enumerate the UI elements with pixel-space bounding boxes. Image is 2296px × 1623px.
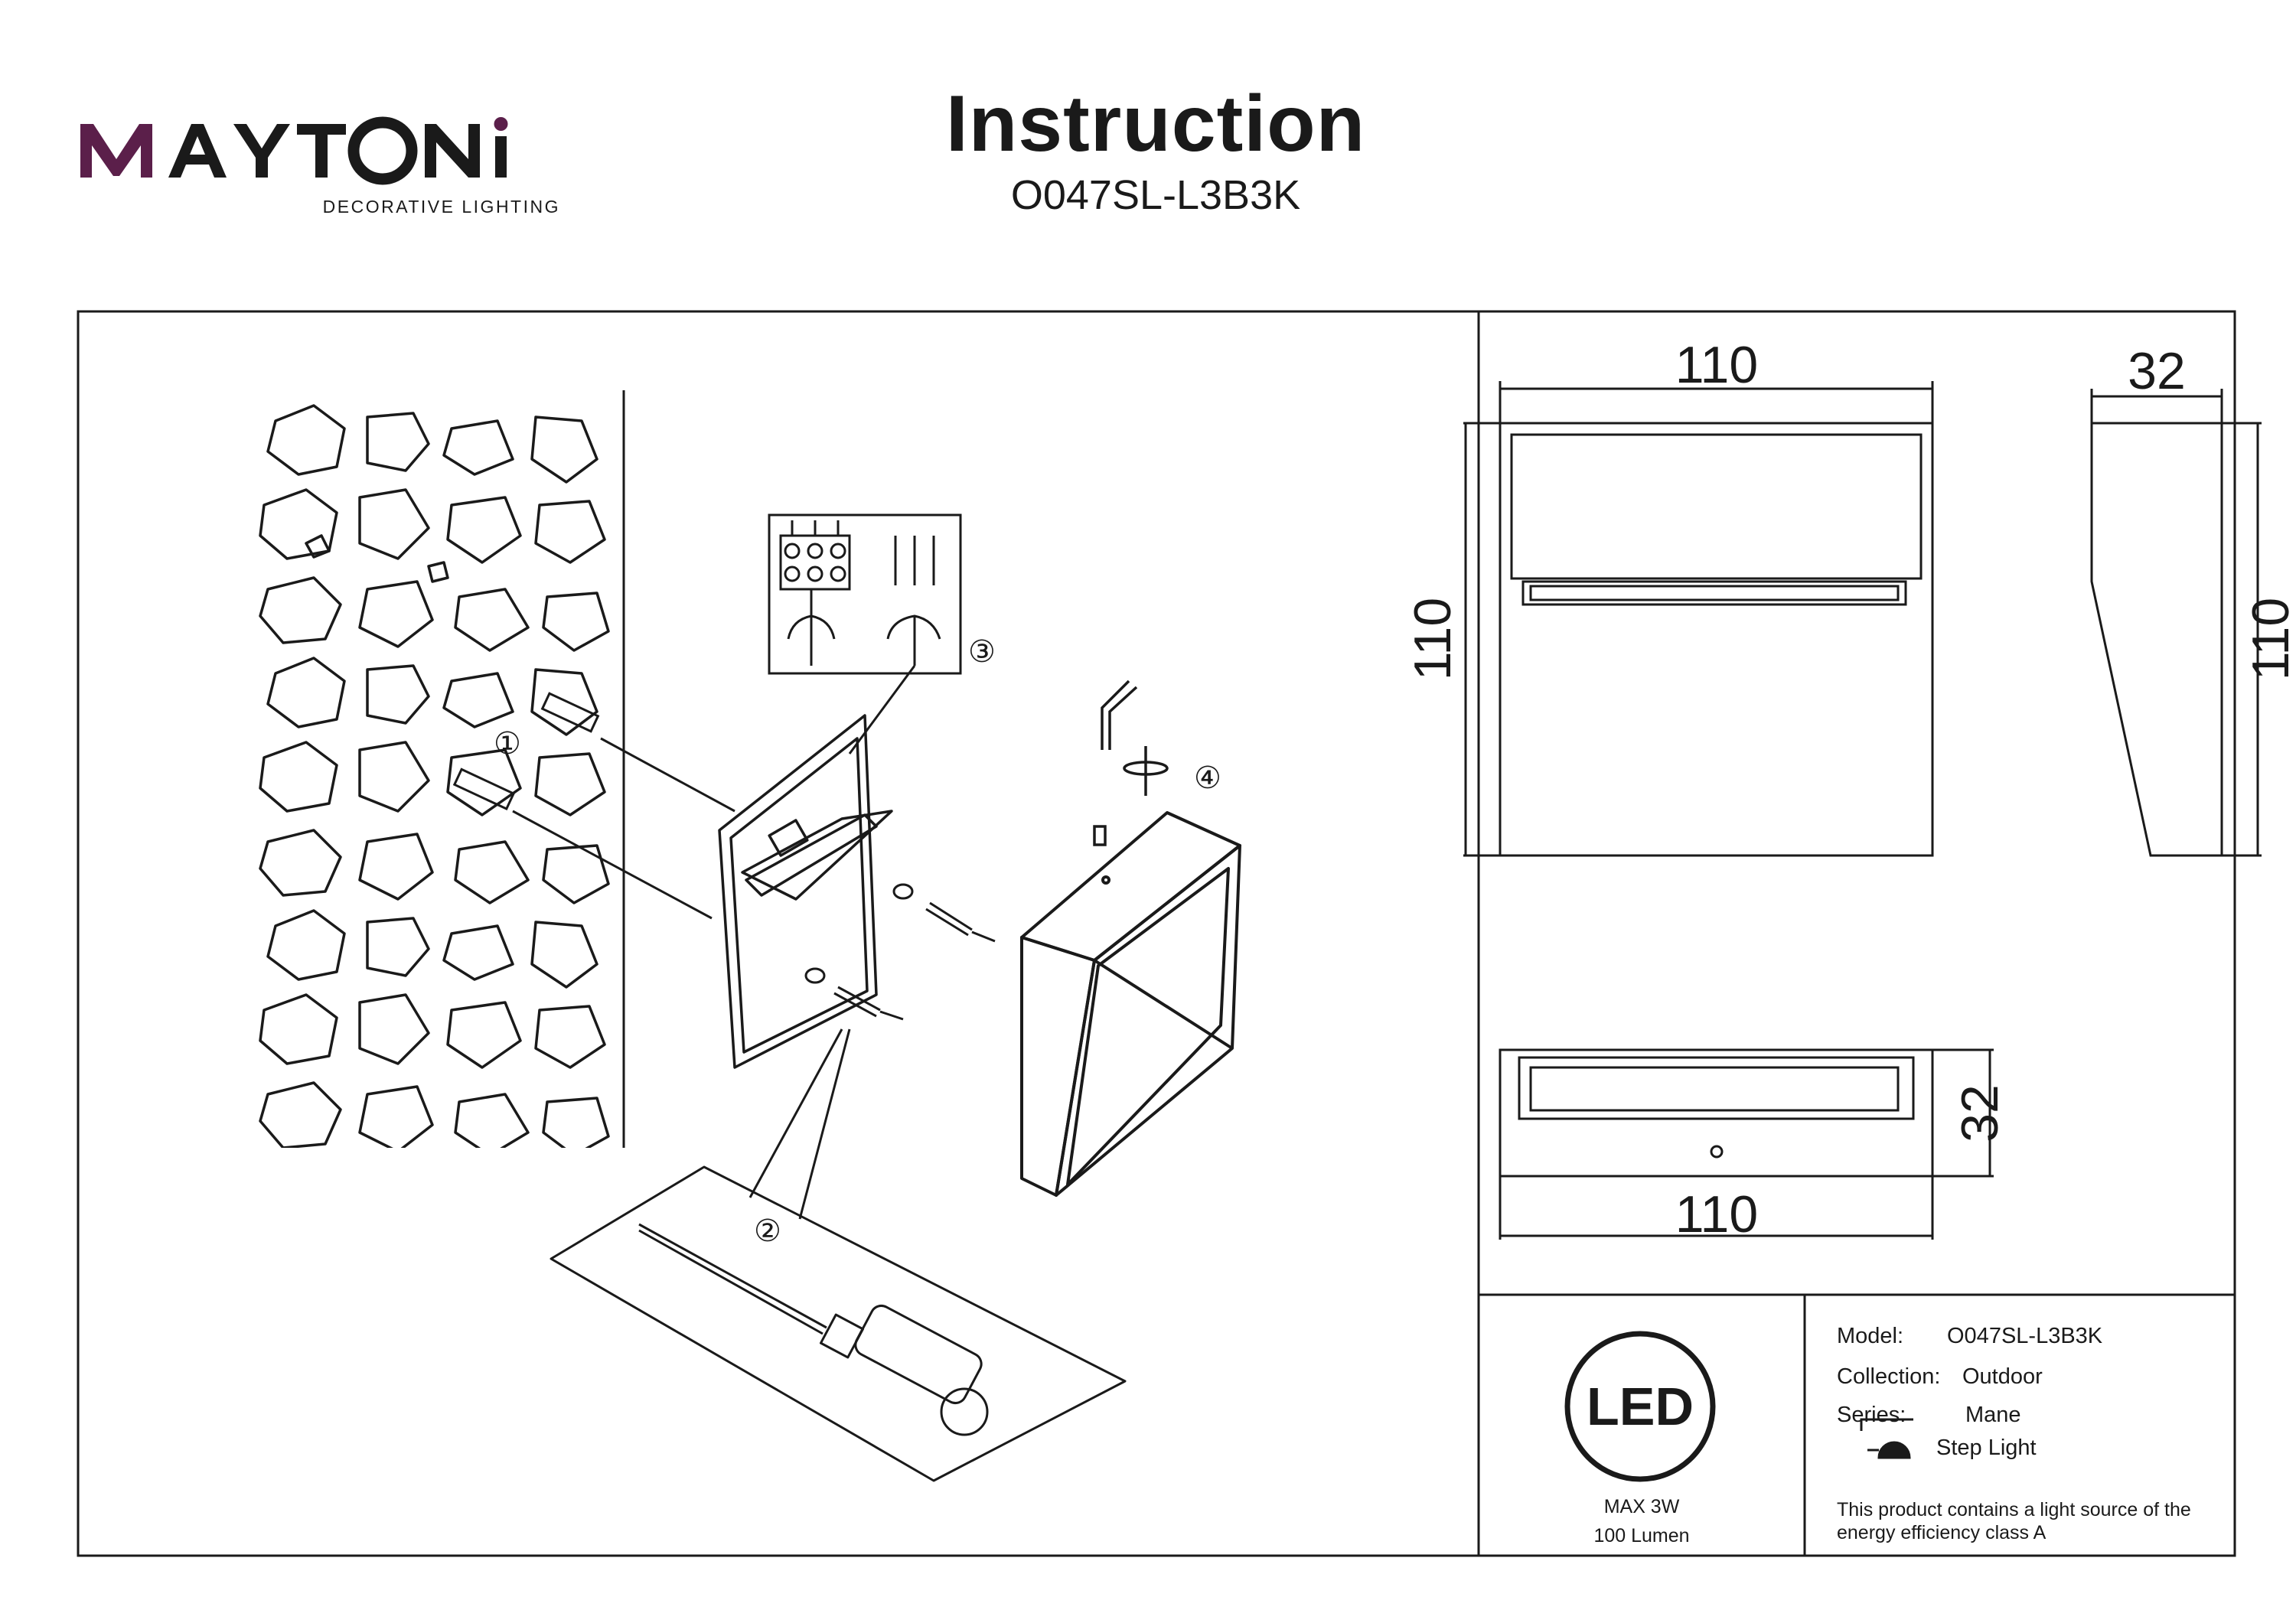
- energy-note-line-2: energy efficiency class A: [1837, 1522, 2047, 1543]
- front-width-label: 110: [1675, 336, 1758, 394]
- bottom-width-label: 110: [1675, 1185, 1758, 1243]
- mounting-plate-icon: [718, 714, 893, 1069]
- power-label: MAX 3W: [1603, 1496, 1680, 1517]
- bottom-view: [1499, 1048, 1994, 1240]
- stone-wall-icon: [259, 404, 610, 1148]
- type-value: Step Light: [1936, 1436, 2037, 1460]
- energy-note-line-1: This product contains a light source of …: [1837, 1499, 2191, 1520]
- logo-tagline: DECORATIVE LIGHTING: [323, 197, 560, 217]
- side-view: [2090, 389, 2262, 857]
- bottom-depth-label: 32: [1951, 1084, 2009, 1142]
- luminous-flux-label: 100 Lumen: [1593, 1525, 1690, 1546]
- lamp-housing-icon: [1020, 811, 1241, 1197]
- step-4-marker: ④: [1194, 761, 1221, 795]
- wall-plug-icon: [452, 692, 735, 920]
- collection-value: Outdoor: [1962, 1364, 2043, 1389]
- step-3-marker: ③: [968, 635, 996, 669]
- collection-label: Collection:: [1837, 1364, 1941, 1389]
- side-height-label: 110: [2242, 598, 2296, 680]
- terminal-block-icon: [768, 513, 962, 754]
- series-label: Series:: [1837, 1403, 1906, 1427]
- front-view: [1463, 381, 1934, 857]
- led-logo-text: LED: [1587, 1377, 1694, 1436]
- step-light-icon: [1860, 1418, 1913, 1459]
- model-code-heading: O047SL-L3B3K: [1010, 172, 1301, 218]
- sheet-frame: [77, 310, 2236, 1557]
- led-badge-icon: [1564, 1331, 1716, 1482]
- page-title: Instruction: [945, 80, 1366, 168]
- hex-key-icon: [1093, 680, 1169, 846]
- front-height-label: 110: [1404, 598, 1462, 680]
- model-value: O047SL-L3B3K: [1947, 1324, 2103, 1348]
- screw-icon: [804, 883, 996, 1021]
- maytoni-logo: DECORATIVE LIGHTING: [80, 116, 560, 217]
- step-2-marker: ②: [754, 1214, 781, 1248]
- step-1-marker: ①: [494, 727, 521, 761]
- series-value: Mane: [1965, 1403, 2021, 1427]
- screwdriver-icon: [550, 1028, 1127, 1482]
- side-depth-label: 32: [2128, 342, 2186, 400]
- model-label: Model:: [1837, 1324, 1904, 1348]
